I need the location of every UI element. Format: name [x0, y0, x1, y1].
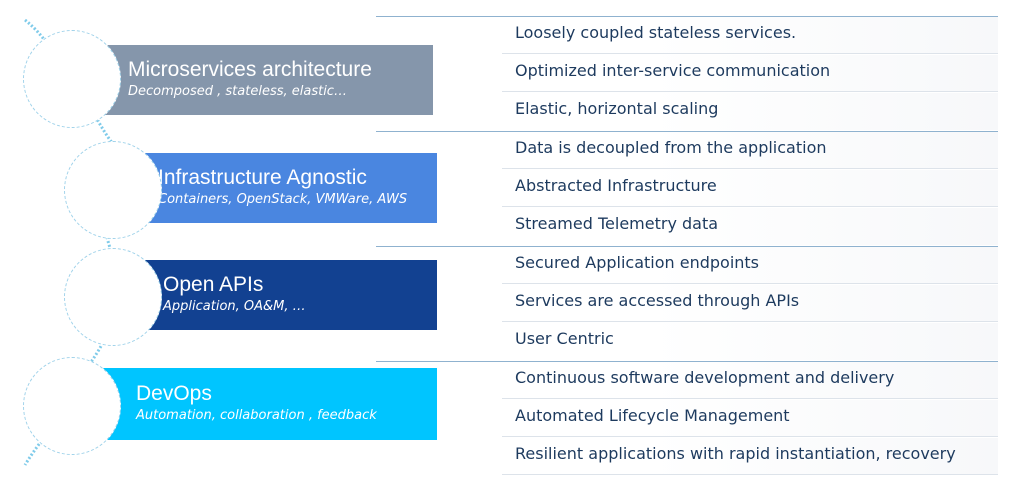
pillar-circle: [64, 141, 162, 239]
pillar-subtitle: Application, OA&M, …: [163, 299, 306, 314]
feature-item: Automated Lifecycle Management: [502, 400, 998, 437]
pillar-circle: [23, 357, 121, 455]
feature-item: Elastic, horizontal scaling: [502, 93, 998, 130]
section-divider: [376, 246, 998, 247]
section-divider: [376, 361, 998, 362]
feature-item: Secured Application endpoints: [502, 247, 998, 284]
feature-item: Optimized inter-service communication: [502, 55, 998, 92]
feature-item: Abstracted Infrastructure: [502, 170, 998, 207]
feature-item: User Centric: [502, 323, 998, 360]
feature-item: Loosely coupled stateless services.: [502, 17, 998, 54]
pillar-banner-infrastructure: Infrastructure Agnostic Containers, Open…: [140, 153, 437, 223]
pillar-title: DevOps: [136, 382, 212, 405]
feature-item: Continuous software development and deli…: [502, 362, 998, 399]
feature-item: Services are accessed through APIs: [502, 285, 998, 322]
pillar-circle: [64, 248, 162, 346]
pillar-title: Infrastructure Agnostic: [158, 166, 367, 189]
feature-item: Resilient applications with rapid instan…: [502, 438, 998, 475]
pillar-banner-open-apis: Open APIs Application, OA&M, …: [136, 260, 437, 330]
feature-item: Data is decoupled from the application: [502, 132, 998, 169]
pillar-banner-devops: DevOps Automation, collaboration , feedb…: [98, 368, 437, 440]
section-divider: [376, 16, 998, 17]
pillar-subtitle: Decomposed , stateless, elastic…: [128, 84, 347, 99]
pillar-circle: [23, 30, 121, 128]
pillar-subtitle: Automation, collaboration , feedback: [136, 408, 377, 423]
feature-item: Streamed Telemetry data: [502, 208, 998, 245]
pillar-subtitle: Containers, OpenStack, VMWare, AWS: [158, 192, 408, 207]
pillar-banner-microservices: Microservices architecture Decomposed , …: [98, 45, 433, 115]
section-divider: [376, 131, 998, 132]
pillar-title: Open APIs: [163, 273, 264, 296]
pillar-title: Microservices architecture: [128, 58, 372, 81]
